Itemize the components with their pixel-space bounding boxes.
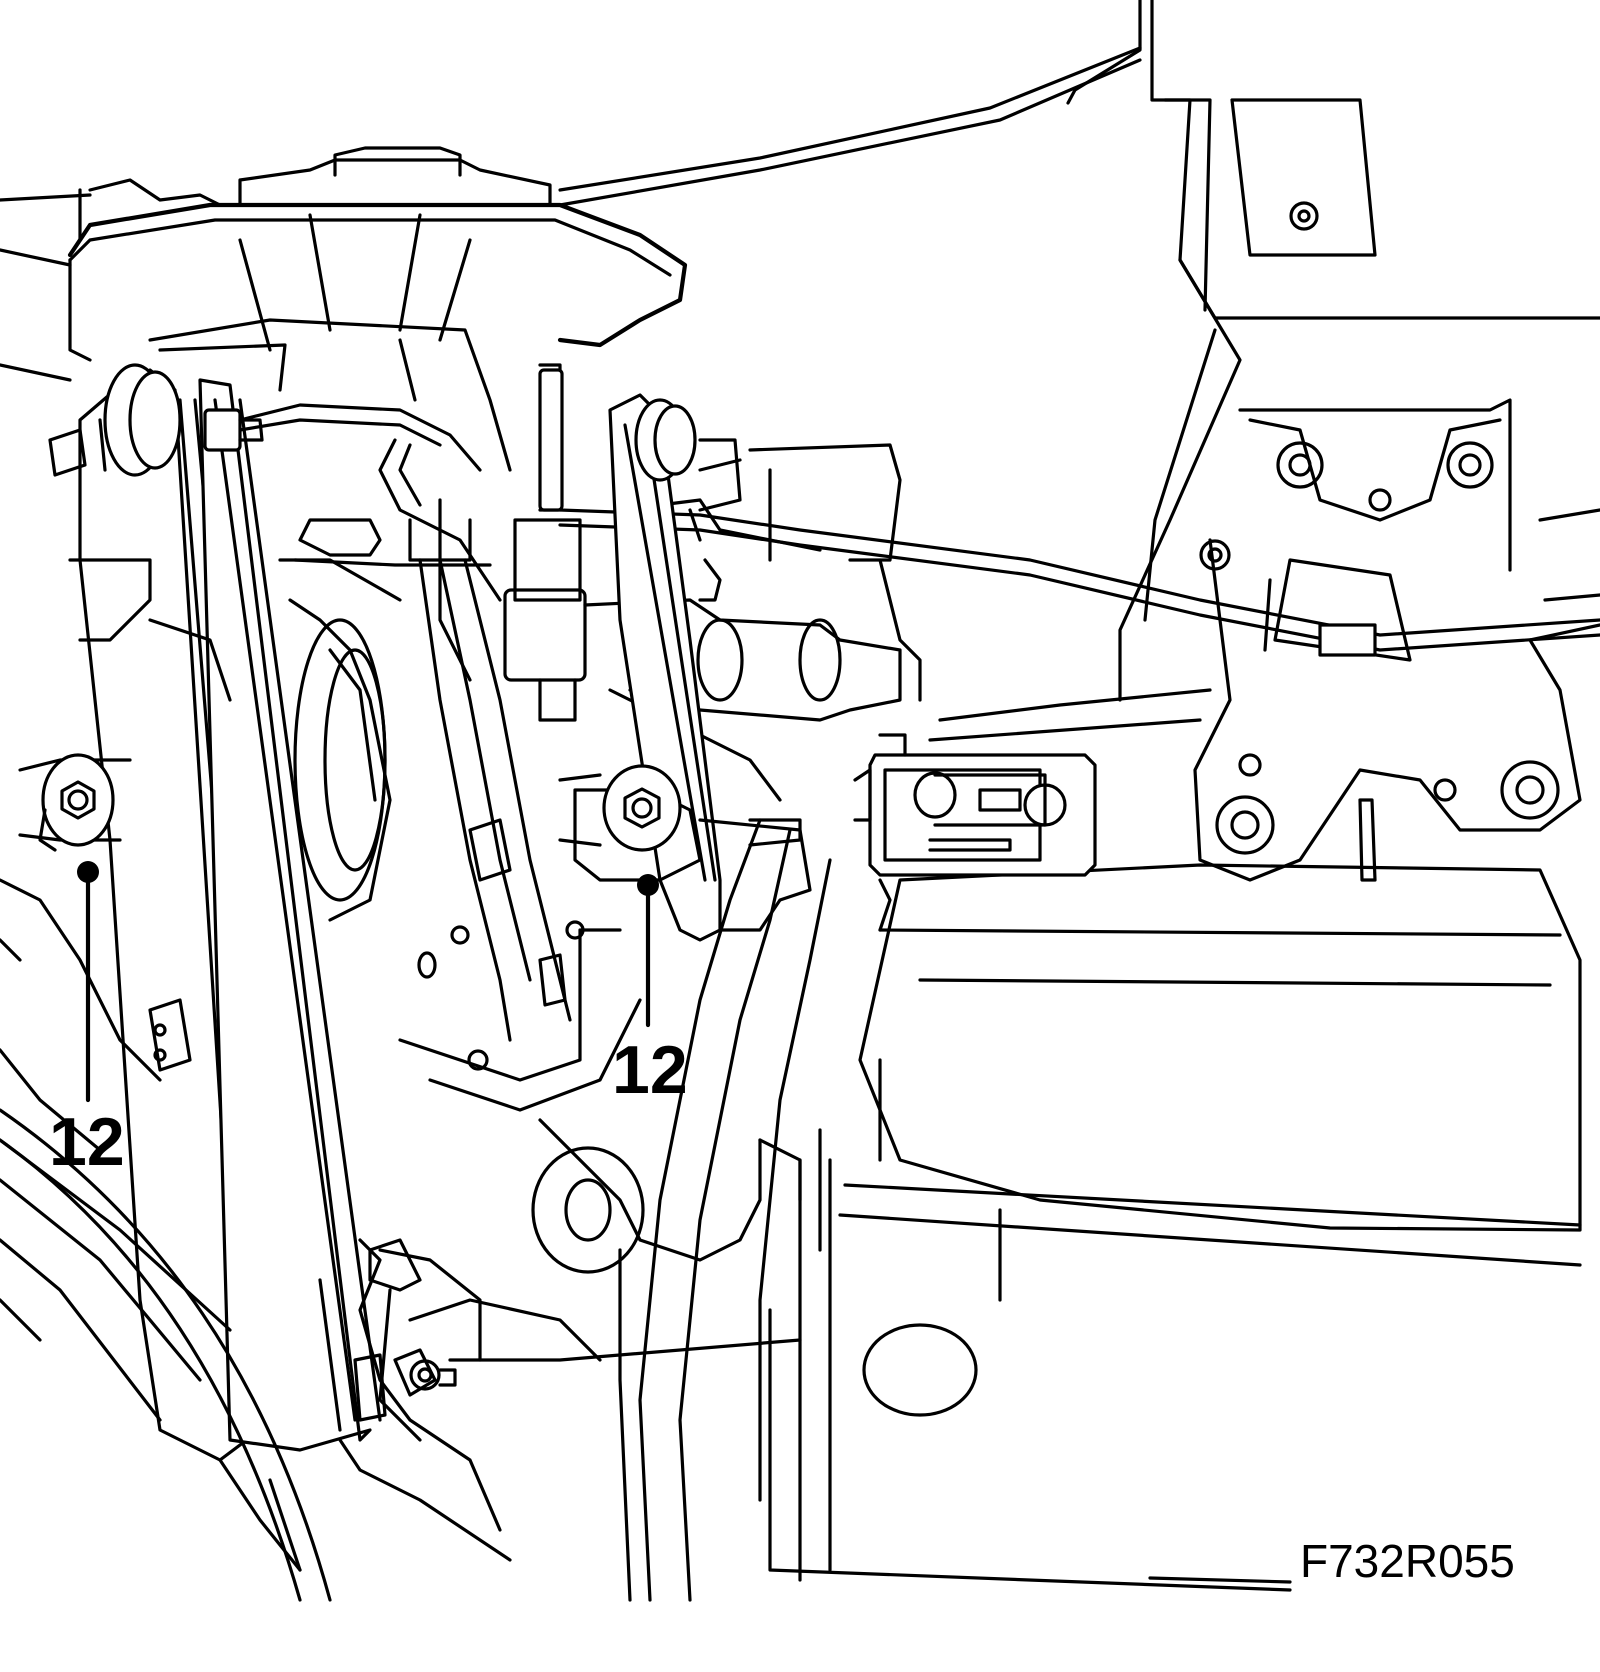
stabilizer-link [618, 818, 832, 1602]
callout-leaders [77, 861, 1292, 1584]
callout-label-left: 12 [49, 1104, 125, 1180]
brake-lines [238, 363, 1600, 657]
sensor-housing [853, 733, 1097, 932]
wheel-bearing-bracket [318, 1238, 457, 1442]
subframe-mounting-bolt-right [558, 764, 682, 852]
strut-top-mount [0, 146, 688, 382]
trailing-arm [48, 363, 382, 1462]
figure-id: F732R055 [1300, 1535, 1515, 1587]
rear-crossmember [928, 538, 1600, 882]
subframe-mounting-bolt-left [38, 753, 115, 852]
body-panels [558, 0, 1600, 702]
callout-label-right: 12 [612, 1032, 688, 1108]
wheel-arc [0, 1108, 332, 1602]
subframe [0, 758, 822, 1572]
hub-assembly [503, 443, 922, 802]
lateral-link [608, 393, 812, 942]
floor-pan [768, 863, 1582, 1592]
